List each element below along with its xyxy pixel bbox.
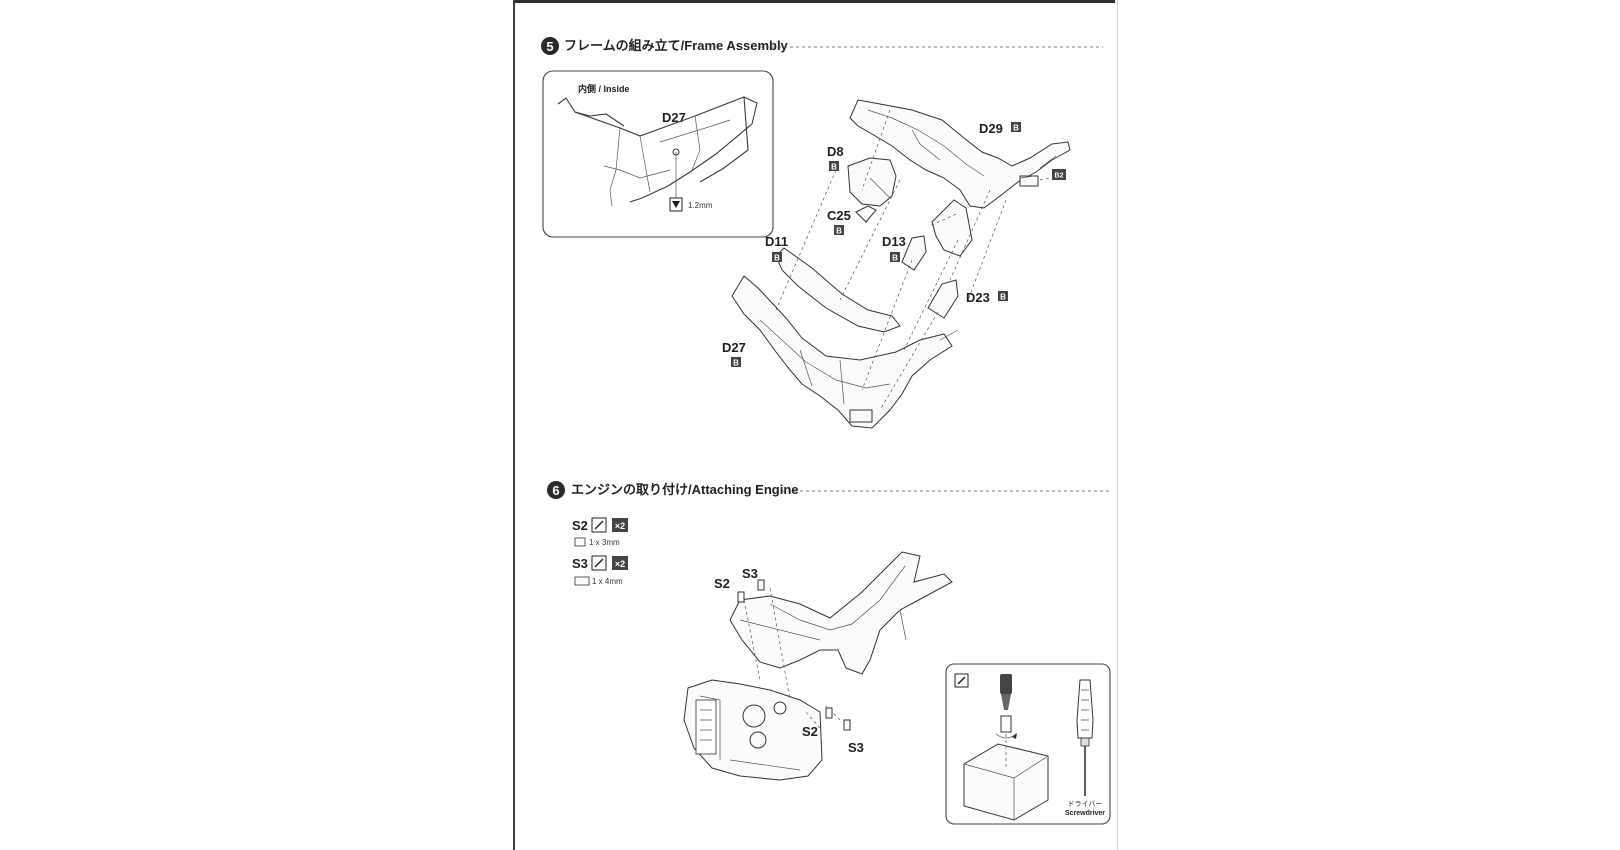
step5-title: フレームの組み立て/Frame Assembly	[564, 38, 789, 53]
inset-frame	[542, 70, 774, 238]
svg-text:B: B	[1013, 124, 1019, 133]
code-d29-box	[1011, 122, 1021, 132]
part-d8-shape	[847, 157, 897, 207]
tool-box: ドライバー Screwdriver	[945, 663, 1111, 825]
inset-part-label: D27	[662, 110, 686, 125]
qty-badge	[612, 518, 628, 532]
svg-text:B: B	[1000, 293, 1006, 302]
screw-s3-size: 1 x 4mm	[592, 577, 623, 586]
part-d29-shape	[849, 99, 1071, 209]
label-d29: D29	[979, 121, 1003, 136]
scan-edge-top	[515, 0, 1115, 3]
scan-edge-left	[513, 0, 515, 850]
part-d27-shape	[731, 275, 959, 429]
inset-label: 内側 / Inside	[578, 83, 630, 94]
label-c25: C25	[827, 208, 851, 223]
screw-legend: S2 ×2 1 x 3mm S3 ×2 1 x 4mm	[572, 517, 628, 586]
screwdriver-tool	[1076, 679, 1094, 796]
side-tag-box	[1052, 169, 1066, 180]
part-d13-bracket	[931, 199, 973, 257]
d29-bracket	[1019, 175, 1039, 187]
label-d27: D27	[722, 340, 746, 355]
tool-label-jp: ドライバー	[1068, 800, 1103, 808]
step6-engine-diagram	[683, 551, 953, 781]
label-d23: D23	[966, 290, 990, 305]
callout-s2-top: S2	[714, 576, 730, 591]
label-d13: D13	[882, 234, 906, 249]
screw-icon	[574, 537, 586, 547]
svg-text:B: B	[836, 227, 842, 236]
svg-text:B: B	[892, 254, 898, 263]
part-d23-shape	[927, 279, 959, 319]
drill-size: 1.2mm	[688, 201, 713, 210]
side-tag: B2	[1055, 173, 1064, 180]
step6-title: エンジンの取り付け/Attaching Engine	[571, 482, 799, 497]
assembly-guides	[775, 109, 1007, 411]
screwing-illustration	[963, 674, 1049, 821]
screw-s2-name: S2	[572, 518, 588, 533]
svg-text:×2: ×2	[615, 521, 625, 531]
part-c25-shape	[855, 205, 877, 223]
label-d11: D11	[765, 234, 788, 249]
drill-icon	[669, 197, 683, 212]
step5-inset: 内側 / Inside D27 1.2mm	[542, 70, 774, 238]
part-d11-shape	[775, 247, 901, 333]
callout-s3-bottom: S3	[848, 740, 864, 755]
screw-s3-name: S3	[572, 556, 588, 571]
label-d8: D8	[827, 144, 844, 159]
inset-frame-drawing	[557, 96, 758, 207]
step6-header: 6 エンジンの取り付け/Attaching Engine	[547, 481, 1110, 499]
callout-s3-top: S3	[742, 566, 758, 581]
part-d13-shape	[901, 235, 927, 271]
step6-callouts: S2 S3 S2 S3	[714, 566, 864, 755]
svg-text:×2: ×2	[615, 559, 625, 569]
step6-number: 6	[552, 483, 559, 498]
step5-header: 5 フレームの組み立て/Frame Assembly	[541, 37, 1103, 55]
step5-exploded-diagram	[731, 99, 1071, 429]
svg-text:B: B	[831, 163, 837, 172]
step6-number-badge	[547, 481, 565, 499]
scan-edge-right	[1117, 0, 1118, 850]
screw-icon	[574, 576, 590, 586]
screw-s2-size: 1 x 3mm	[589, 538, 620, 547]
step5-labels: D29 B D8 B C25 B D11 B D13 B D23 B D27 B…	[722, 121, 1066, 368]
svg-text:B: B	[774, 254, 780, 263]
step5-number: 5	[546, 39, 553, 54]
svg-text:B: B	[733, 359, 739, 368]
qty-badge	[612, 556, 628, 570]
tool-label-en: Screwdriver	[1065, 810, 1105, 817]
callout-s2-bottom: S2	[802, 724, 818, 739]
step5-number-badge	[541, 37, 559, 55]
